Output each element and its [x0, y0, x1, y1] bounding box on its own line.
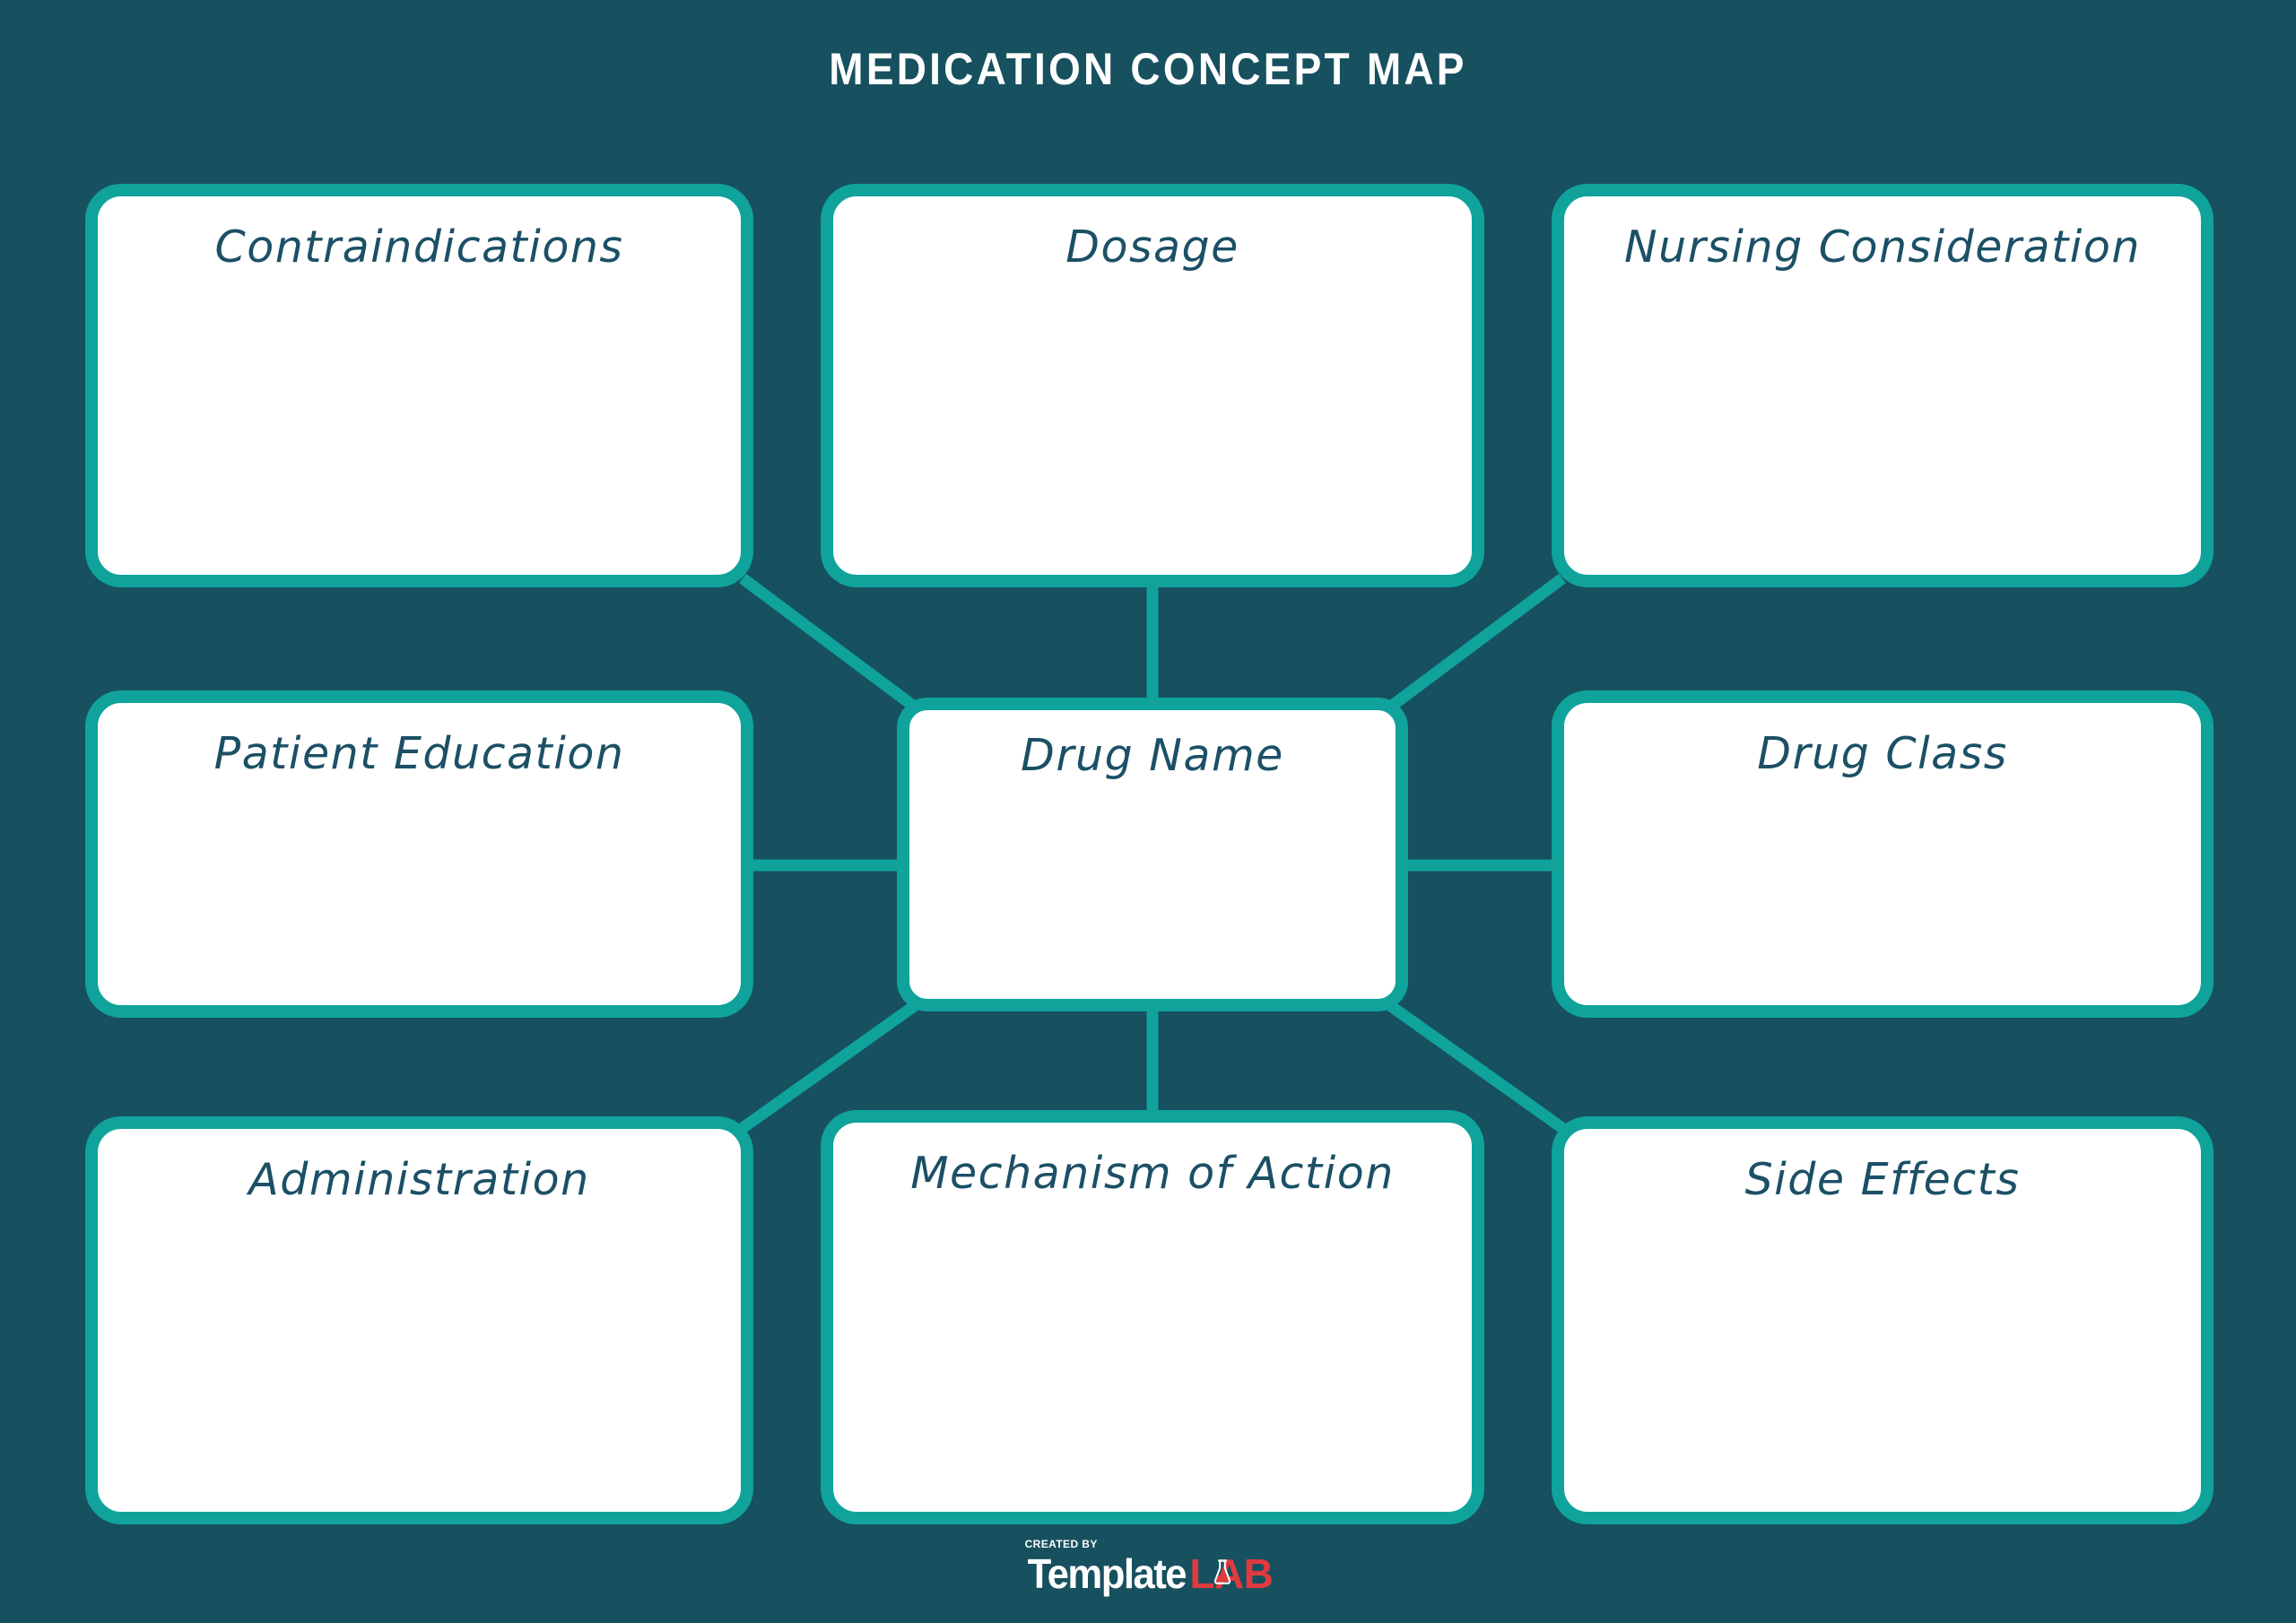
- node-label-side-effects: Side Effects: [1744, 1154, 2021, 1205]
- node-nursing-consideration[interactable]: Nursing Consideration: [1552, 184, 2213, 587]
- node-label-mechanism-of-action: Mechanism of Action: [910, 1148, 1395, 1199]
- node-contraindications[interactable]: Contraindications: [85, 184, 753, 587]
- flask-icon: [1214, 1559, 1231, 1584]
- node-label-administration: Administration: [248, 1154, 590, 1205]
- node-label-nursing-consideration: Nursing Consideration: [1624, 221, 2141, 273]
- node-dosage[interactable]: Dosage: [821, 184, 1484, 587]
- node-label-dosage: Dosage: [1065, 221, 1239, 273]
- node-side-effects[interactable]: Side Effects: [1552, 1116, 2213, 1524]
- node-label-patient-education: Patient Education: [213, 728, 625, 779]
- node-label-drug-class: Drug Class: [1757, 728, 2008, 779]
- node-drug-class[interactable]: Drug Class: [1552, 690, 2213, 1018]
- connector-drugname-nursing: [1385, 573, 1566, 714]
- node-label-contraindications: Contraindications: [214, 221, 624, 273]
- node-drug-name[interactable]: Drug Name: [897, 698, 1408, 1011]
- logo-brand-lab-text: LAB: [1189, 1550, 1274, 1597]
- node-label-drug-name: Drug Name: [1021, 730, 1284, 781]
- logo-created-by-label: CREATED BY: [1024, 1538, 1098, 1550]
- page-title: MEDICATION CONCEPT MAP: [829, 44, 1467, 94]
- logo-brand-template: Template: [1027, 1550, 1187, 1597]
- logo-brand-lab: LAB: [1189, 1550, 1274, 1597]
- connector-drugname-side-effects: [1385, 999, 1566, 1133]
- node-mechanism-of-action[interactable]: Mechanism of Action: [821, 1110, 1484, 1524]
- node-administration[interactable]: Administration: [85, 1116, 753, 1524]
- footer-logo: CREATED BY Template LAB: [0, 1538, 2296, 1603]
- node-patient-education[interactable]: Patient Education: [85, 690, 753, 1018]
- connector-drugname-administration: [739, 999, 920, 1133]
- connector-drugname-contraindications: [739, 573, 920, 714]
